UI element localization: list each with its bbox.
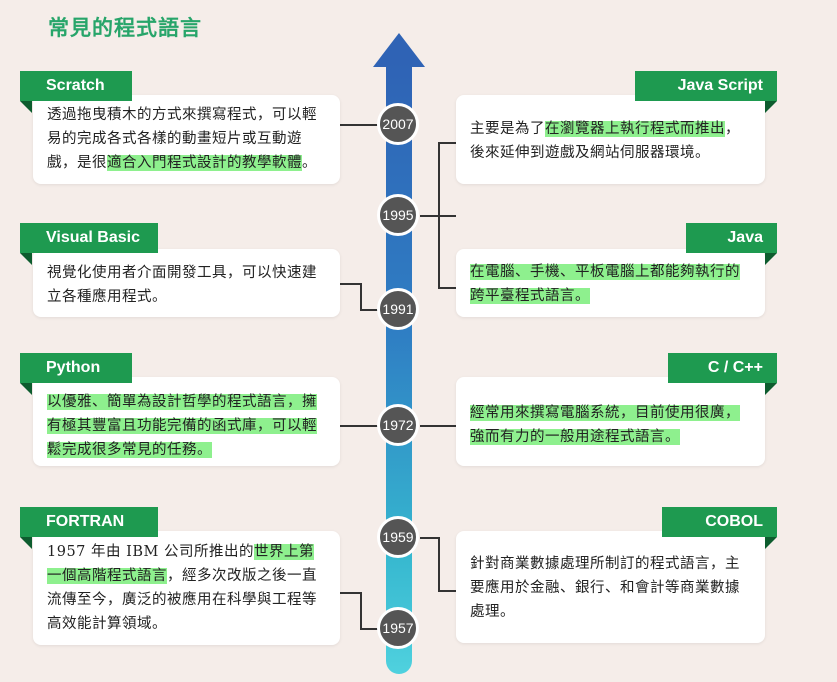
connector-cobol-v	[438, 537, 458, 592]
scratch-highlight: 適合入門程式設計的教學軟體	[107, 155, 302, 171]
card-cobol: 針對商業數據處理所制訂的程式語言，主要應用於金融、銀行、和會計等商業數據處理。	[456, 531, 765, 643]
card-javascript: 主要是為了在瀏覽器上執行程式而推出，後來延伸到遊戲及網站伺服器環境。	[456, 95, 765, 184]
label-scratch: Scratch	[20, 71, 132, 113]
connector-cobol	[420, 537, 438, 539]
page-title: 常見的程式語言	[48, 16, 202, 40]
connector-fortran-h	[360, 628, 378, 630]
connector-visual-basic-h	[360, 309, 378, 311]
label-c: C / C++	[668, 353, 777, 395]
java-highlight: 在電腦、手機、平板電腦上都能夠執行的跨平臺程式語言。	[470, 264, 740, 304]
scratch-description: 透過拖曳積木的方式來撰寫程式，可以輕易的完成各式各樣的動畫短片或互動遊戲，是很適…	[47, 107, 317, 171]
connector-fortran	[340, 592, 362, 630]
card-java: 在電腦、手機、平板電腦上都能夠執行的跨平臺程式語言。	[456, 249, 765, 317]
timeline-arrow-head	[373, 33, 425, 67]
connector-javascript-v	[438, 142, 458, 289]
label-javascript: Java Script	[635, 71, 777, 113]
card-python: 以優雅、簡單為設計哲學的程式語言，擁有極其豐富且功能完備的函式庫，可以輕鬆完成很…	[33, 377, 340, 466]
label-java: Java	[686, 223, 777, 265]
year-node-2007: 2007	[377, 103, 419, 145]
connector-visual-basic	[340, 283, 362, 311]
connector-c	[420, 425, 456, 427]
label-fortran: FORTRAN	[20, 507, 158, 549]
javascript-description: 主要是為了在瀏覽器上執行程式而推出，後來延伸到遊戲及網站伺服器環境。	[470, 121, 740, 161]
fortran-description: 1957 年由 IBM 公司所推出的世界上第一個高階程式語言，經多次改版之後一直…	[47, 544, 317, 632]
card-scratch: 透過拖曳積木的方式來撰寫程式，可以輕易的完成各式各樣的動畫短片或互動遊戲，是很適…	[33, 95, 340, 184]
python-description: 以優雅、簡單為設計哲學的程式語言，擁有極其豐富且功能完備的函式庫，可以輕鬆完成很…	[47, 390, 328, 462]
year-node-1957: 1957	[377, 607, 419, 649]
visual-basic-description: 視覺化使用者介面開發工具，可以快速建立各種應用程式。	[47, 265, 317, 305]
label-cobol: COBOL	[662, 507, 777, 549]
javascript-highlight: 在瀏覽器上執行程式而推出	[545, 121, 725, 137]
cobol-description: 針對商業數據處理所制訂的程式語言，主要應用於金融、銀行、和會計等商業數據處理。	[470, 556, 740, 620]
year-node-1995: 1995	[377, 194, 419, 236]
connector-scratch	[340, 124, 378, 126]
year-node-1991: 1991	[377, 288, 419, 330]
label-python: Python	[20, 353, 132, 395]
card-c: 經常用來撰寫電腦系統，目前使用很廣，強而有力的一般用途程式語言。	[456, 377, 765, 466]
card-visual-basic: 視覺化使用者介面開發工具，可以快速建立各種應用程式。	[33, 249, 340, 317]
label-visual-basic: Visual Basic	[20, 223, 158, 265]
python-highlight: 以優雅、簡單為設計哲學的程式語言，擁有極其豐富且功能完備的函式庫，可以輕鬆完成很…	[47, 394, 317, 458]
year-node-1959: 1959	[377, 516, 419, 558]
timeline-axis	[386, 62, 412, 674]
year-node-1972: 1972	[377, 404, 419, 446]
card-fortran: 1957 年由 IBM 公司所推出的世界上第一個高階程式語言，經多次改版之後一直…	[33, 531, 340, 645]
c-description: 經常用來撰寫電腦系統，目前使用很廣，強而有力的一般用途程式語言。	[470, 401, 753, 449]
java-description: 在電腦、手機、平板電腦上都能夠執行的跨平臺程式語言。	[470, 260, 753, 308]
connector-python	[340, 425, 378, 427]
c-highlight: 經常用來撰寫電腦系統，目前使用很廣，強而有力的一般用途程式語言。	[470, 405, 740, 445]
